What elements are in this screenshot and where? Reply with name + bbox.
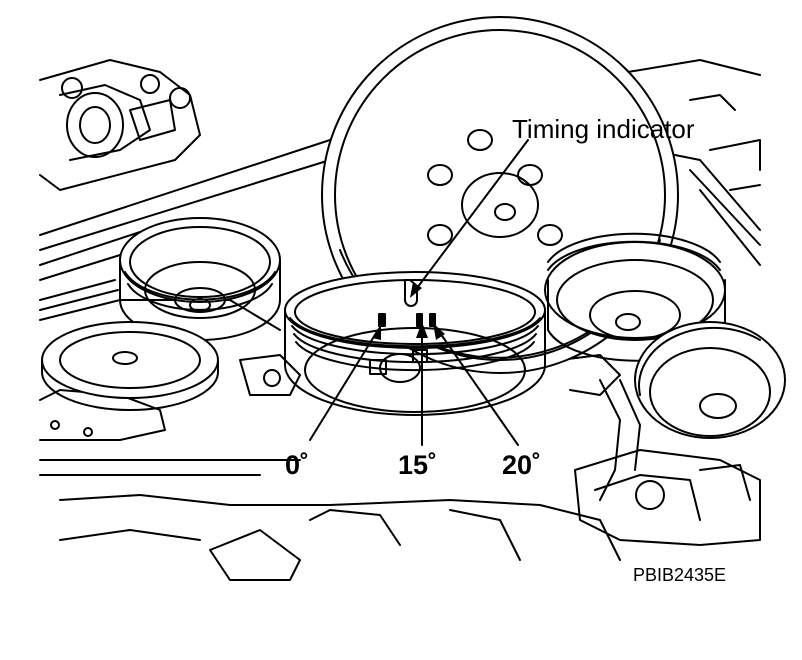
zero-degree-label: 0˚ [285,450,310,480]
lower-left-pulley [41,321,219,411]
right-lower-pulley [634,321,786,439]
twenty-degree-label: 20˚ [502,450,542,480]
crankshaft-pulley [284,271,546,416]
left-pulley [119,217,281,341]
figure-code: PBIB2435E [633,565,727,585]
right-upper-pulley [544,232,726,362]
fifteen-degree-label: 15˚ [398,450,438,480]
timing-indicator-label: Timing indicator [512,114,695,144]
leader-lines [309,139,529,446]
